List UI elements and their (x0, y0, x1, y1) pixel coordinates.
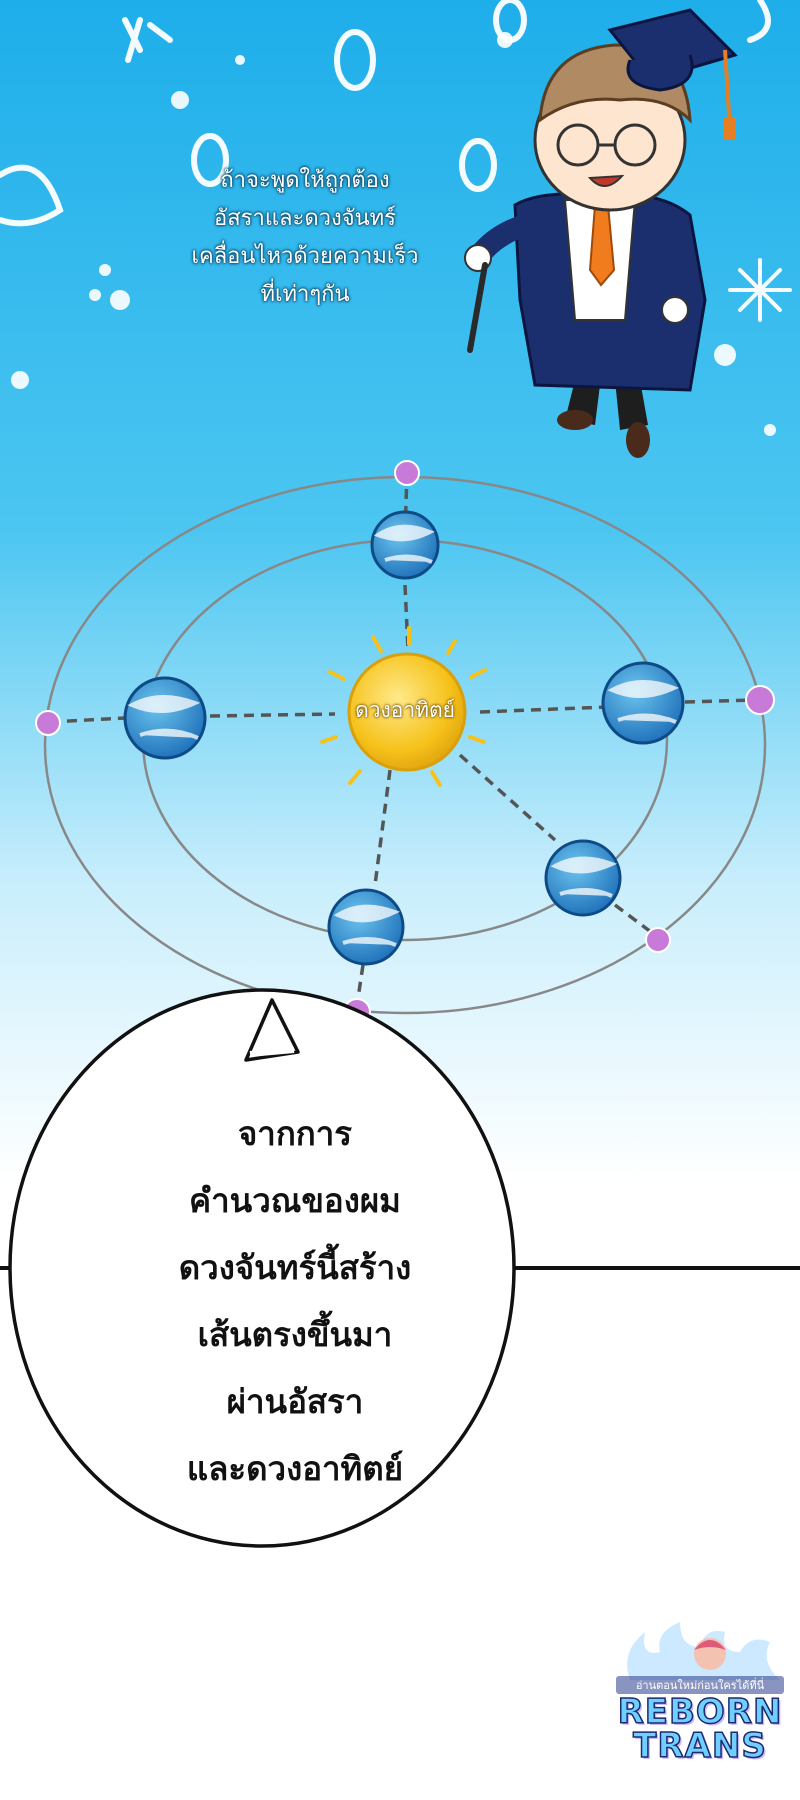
planet-icon (601, 661, 685, 745)
planet-icon (544, 839, 622, 917)
professor-character (464, 8, 738, 458)
sun-label: ดวงอาทิตย์ (355, 698, 455, 722)
caption-line: เคลื่อนไหวด้วยความเร็ว (191, 244, 419, 269)
speech-text: จากการ คำนวณของผม ดวงจันทร์นี้สร้าง เส้น… (80, 1100, 510, 1502)
watermark-tagline: อ่านตอนใหม่ก่อนใครได้ที่นี่ (616, 1676, 784, 1694)
speech-line: คำนวณของผม (189, 1181, 401, 1220)
watermark-line-1: REBORN (617, 1692, 783, 1732)
caption-line: อัสราและดวงจันทร์ (214, 206, 396, 231)
caption-line: ที่เท่าๆกัน (260, 282, 350, 307)
orbit-diagram (35, 460, 775, 1026)
speech-bubble (8, 988, 516, 1548)
sky-dots (11, 32, 776, 436)
flame-icon (627, 1622, 780, 1680)
watermark-line-2: TRANS (632, 1726, 767, 1766)
sky-background (0, 0, 800, 1180)
speech-line: ดวงจันทร์นี้สร้าง (178, 1248, 412, 1287)
planet-right (601, 661, 685, 745)
sun-icon (347, 652, 467, 772)
planet-top (370, 510, 440, 580)
speech-line: จากการ (237, 1114, 353, 1153)
sun-rays (320, 626, 487, 787)
planet-bottom (327, 888, 405, 966)
speech-line: และดวงอาทิตย์ (186, 1449, 404, 1488)
planet-left (123, 676, 207, 760)
narration-caption: ถ้าจะพูดให้ถูกต้อง อัสราและดวงจันทร์ เคล… (150, 162, 460, 314)
planet-icon (370, 510, 440, 580)
planet-icon (123, 676, 207, 760)
sky-doodles (0, 0, 792, 322)
orbit-dot-right (745, 685, 775, 715)
watermark-logo: อ่านตอนใหม่ก่อนใครได้ที่นี่ REBORN TRANS (610, 1622, 790, 1772)
caption-line: ถ้าจะพูดให้ถูกต้อง (220, 168, 390, 193)
orbit-dot-bottom-right (645, 927, 671, 953)
speech-line: เส้นตรงขึ้นมา (197, 1315, 393, 1354)
orbit-dot-top (394, 460, 420, 486)
speech-line: ผ่านอัสรา (226, 1382, 364, 1421)
planet-icon (327, 888, 405, 966)
planet-bottom-right (544, 839, 622, 917)
orbit-dot-left (35, 710, 61, 736)
